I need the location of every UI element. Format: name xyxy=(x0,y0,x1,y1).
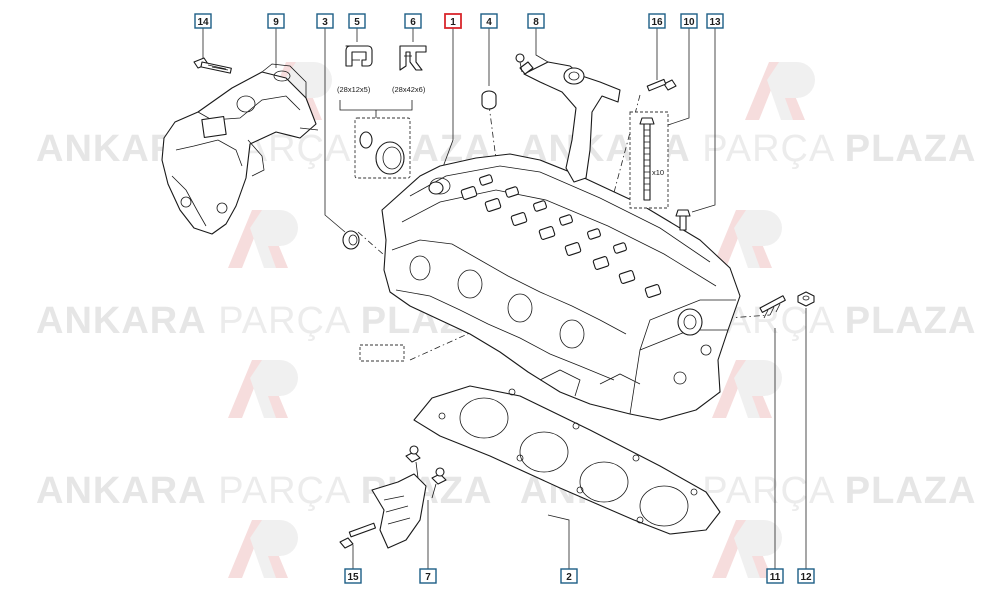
cylinder-head xyxy=(381,153,741,421)
seal-6-detail xyxy=(399,45,427,71)
seal-3 xyxy=(342,230,360,250)
bolt-16 xyxy=(646,78,677,92)
svg-text:10: 10 xyxy=(683,17,695,28)
callout-6[interactable]: 6 xyxy=(404,13,422,29)
callout-11[interactable]: 11 xyxy=(766,568,784,584)
head-bolt-10 xyxy=(639,117,655,201)
callout-7[interactable]: 7 xyxy=(419,568,437,584)
callout-8[interactable]: 8 xyxy=(527,13,545,29)
bolt-14 xyxy=(193,57,232,74)
seal-5-size-label: (28x12x5) xyxy=(337,85,371,94)
svg-text:14: 14 xyxy=(197,17,209,28)
svg-text:8: 8 xyxy=(533,17,539,28)
cap-4 xyxy=(481,90,497,110)
callout-4[interactable]: 4 xyxy=(480,13,498,29)
callout-15[interactable]: 15 xyxy=(344,568,362,584)
svg-text:9: 9 xyxy=(273,17,279,28)
svg-text:16: 16 xyxy=(651,17,663,28)
svg-text:7: 7 xyxy=(425,572,431,583)
stud-11 xyxy=(759,295,786,319)
callout-14[interactable]: 14 xyxy=(194,13,212,29)
svg-text:6: 6 xyxy=(410,17,416,28)
lifting-bracket-8 xyxy=(515,53,621,183)
engine-mount-bracket xyxy=(161,63,319,235)
bracket-7 xyxy=(371,445,447,549)
seal-5-detail xyxy=(345,45,373,67)
svg-text:2: 2 xyxy=(566,572,572,583)
callout-16[interactable]: 16 xyxy=(648,13,666,29)
svg-text:12: 12 xyxy=(800,572,812,583)
callout-10[interactable]: 10 xyxy=(680,13,698,29)
callout-13[interactable]: 13 xyxy=(706,13,724,29)
seal-6-size-label: (28x42x6) xyxy=(392,85,426,94)
bolt-10-qty-label: x10 xyxy=(652,168,664,177)
watermark-logo xyxy=(228,62,815,578)
svg-text:3: 3 xyxy=(322,17,328,28)
svg-text:13: 13 xyxy=(709,17,721,28)
callout-9[interactable]: 9 xyxy=(267,13,285,29)
watermark-text: ANKARA PARÇA PLAZA xyxy=(520,128,976,170)
callout-2[interactable]: 2 xyxy=(560,568,578,584)
svg-text:1: 1 xyxy=(450,17,456,28)
head-gasket xyxy=(413,385,721,535)
callout-1[interactable]: 1 xyxy=(444,13,462,29)
seal-group-bracket xyxy=(339,100,413,120)
note-box xyxy=(359,344,405,362)
bolt-13 xyxy=(675,209,691,231)
camshaft-seal xyxy=(359,131,405,175)
nut-12 xyxy=(797,291,815,307)
callout-5[interactable]: 5 xyxy=(348,13,366,29)
watermark-text: ANKARA PARÇA PLAZA xyxy=(36,470,492,512)
svg-text:11: 11 xyxy=(770,572,781,583)
bolt-15 xyxy=(339,522,377,549)
svg-text:4: 4 xyxy=(486,17,492,28)
callout-12[interactable]: 12 xyxy=(797,568,815,584)
callouts: 14 9 3 5 6 1 4 8 16 10 13 15 7 2 11 12 xyxy=(194,13,815,584)
callout-3[interactable]: 3 xyxy=(316,13,334,29)
svg-text:5: 5 xyxy=(354,17,360,28)
rocker-arms xyxy=(460,174,662,298)
svg-text:15: 15 xyxy=(347,572,359,583)
